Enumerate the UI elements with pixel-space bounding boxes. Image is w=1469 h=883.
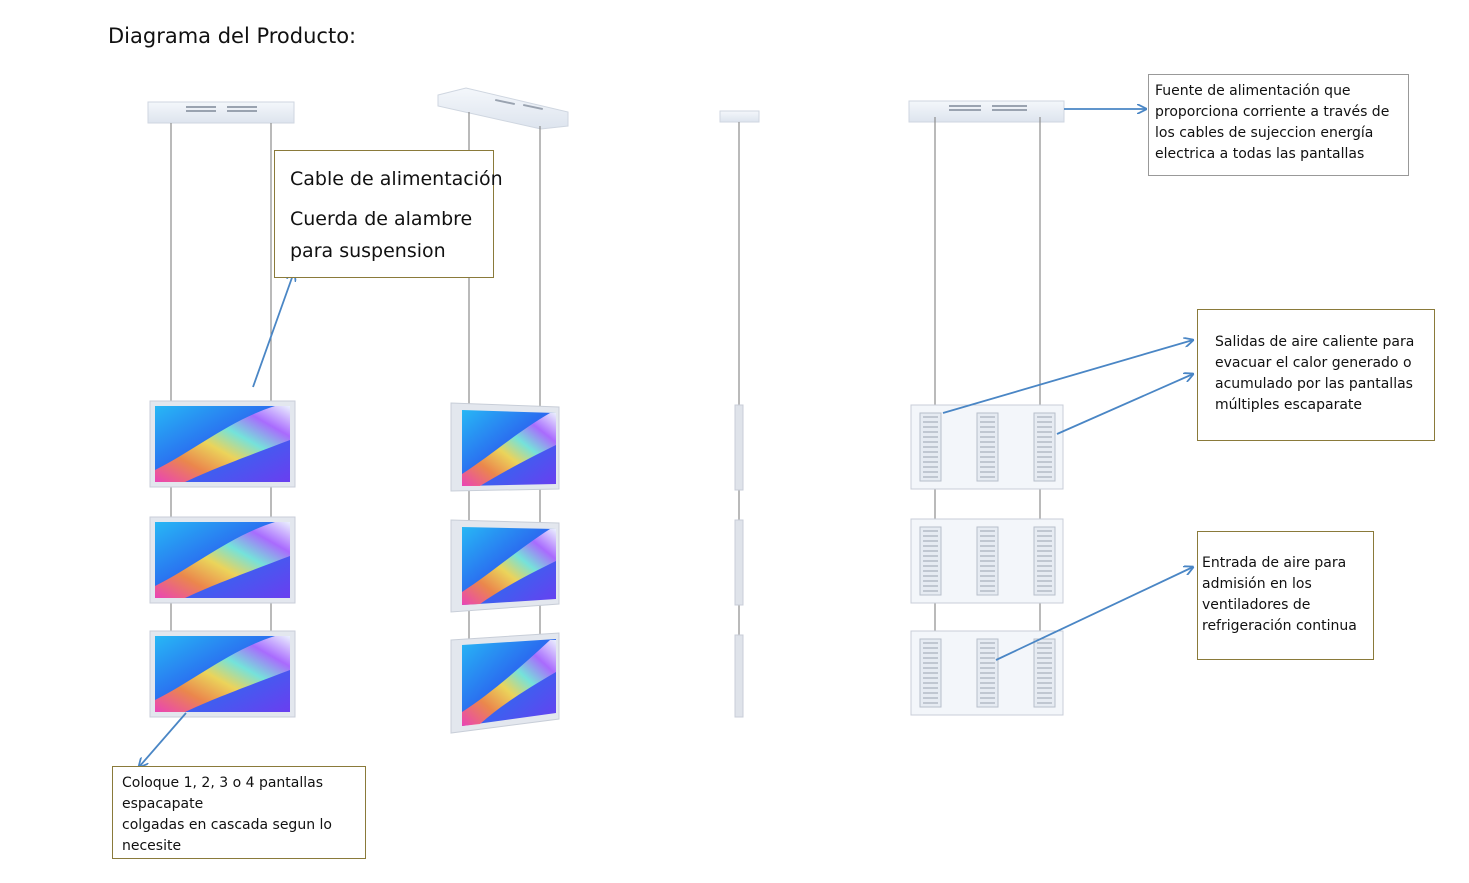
air-intake-callout-line: admisión en los (1202, 576, 1312, 592)
page-title: Diagrama del Producto: (108, 24, 357, 48)
hot-air-callout: Salidas de aire caliente para evacuar el… (1197, 309, 1435, 441)
column-side-view (719, 110, 760, 718)
display-screen-1 (149, 400, 296, 488)
column-back-view (908, 100, 1065, 716)
power-callout-line: electrica a todas las pantallas (1155, 146, 1365, 162)
placement-callout-line: colgadas en cascada segun lo (122, 817, 332, 833)
annotation-arrows (139, 109, 1193, 767)
hot-air-callout-line: acumulado por las pantallas (1215, 376, 1413, 392)
back-panels (910, 404, 1064, 716)
power-callout-line: Fuente de alimentación que (1155, 83, 1351, 99)
air-intake-callout: Entrada de aire para admisión en los ven… (1197, 531, 1374, 660)
hot-air-callout-line: Salidas de aire caliente para (1215, 334, 1415, 350)
cable-callout: Cable de alimentación Cuerda de alambre … (274, 150, 503, 278)
column-front-view (147, 101, 296, 718)
vent-slots (186, 106, 257, 112)
arrow-to-cable-callout (252, 272, 294, 388)
display-side-1 (734, 404, 744, 491)
power-supply-box-back (908, 100, 1065, 123)
hot-air-callout-line: evacuar el calor generado o (1215, 355, 1412, 371)
arrow-to-air-in-callout (995, 567, 1193, 661)
vent-slots (495, 98, 543, 111)
power-callout-line: proporciona corriente a través de (1155, 104, 1390, 120)
arrow-to-placement-callout (139, 712, 187, 767)
placement-callout-line: Coloque 1, 2, 3 o 4 pantallas (122, 775, 324, 791)
placement-callout: Coloque 1, 2, 3 o 4 pantallas espacapate… (112, 766, 366, 859)
air-intake-callout-line: ventiladores de (1202, 597, 1311, 613)
hot-air-callout-line: múltiples escaparate (1215, 397, 1362, 413)
air-intake-callout-line: refrigeración continua (1202, 618, 1357, 634)
cable-callout-line: Cable de alimentación (290, 168, 503, 190)
display-side-3 (734, 634, 744, 718)
arrow-to-hot-air-callout-2 (1056, 374, 1193, 435)
display-screen-3 (149, 630, 296, 718)
placement-callout-line: necesite (122, 838, 182, 854)
display-screen-angled-1 (450, 402, 560, 492)
cable-callout-line: para suspension (290, 240, 446, 262)
cable-callout-line: Cuerda de alambre (290, 208, 473, 230)
display-screen-2 (149, 516, 296, 604)
power-supply-box (147, 101, 295, 124)
arrow-to-hot-air-callout-1 (942, 340, 1193, 414)
column-angled-view (437, 87, 569, 734)
power-supply-box-angled (437, 87, 569, 130)
air-intake-callout-line: Entrada de aire para (1202, 555, 1347, 571)
power-supply-side (719, 110, 760, 123)
power-callout-line: los cables de sujeccion energía (1155, 125, 1374, 141)
vent-slots (949, 105, 1027, 111)
display-screen-angled-2 (450, 519, 560, 613)
placement-callout-line: espacapate (122, 796, 204, 812)
power-supply-callout: Fuente de alimentación que proporciona c… (1148, 74, 1409, 176)
display-side-2 (734, 519, 744, 606)
display-screen-angled-3 (450, 632, 560, 734)
